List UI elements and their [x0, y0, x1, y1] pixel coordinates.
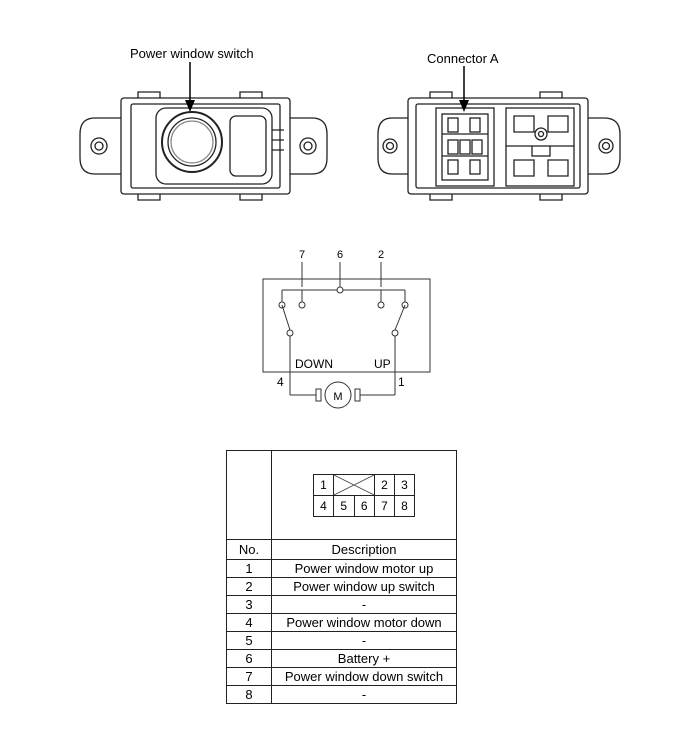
switch-pointer-arrow: [185, 100, 195, 112]
switch-box: [262, 278, 431, 373]
row-no: 2: [226, 577, 272, 596]
connector-cell-8: 8: [394, 494, 415, 517]
connector-cell-3: 3: [394, 473, 415, 496]
row-no: 5: [226, 631, 272, 650]
pin-label-1: 1: [398, 375, 405, 389]
table-row: 3 -: [226, 595, 457, 614]
connector-blank-cell: [333, 473, 375, 496]
row-desc: Power window motor up: [271, 559, 457, 578]
row-desc: Power window motor down: [271, 613, 457, 632]
down-label: DOWN: [295, 357, 333, 371]
pin-label-2: 2: [378, 249, 384, 261]
circuit-schematic: [262, 262, 431, 409]
motor-label: M: [333, 391, 342, 403]
connector-cell-1: 1: [313, 473, 334, 496]
table-row: 2 Power window up switch: [226, 577, 457, 596]
table-row: 6 Battery +: [226, 649, 457, 668]
connector-cell-4: 4: [313, 494, 334, 517]
table-row: 7 Power window down switch: [226, 667, 457, 686]
row-no: 6: [226, 649, 272, 668]
connector-cell-5: 5: [333, 494, 355, 517]
header-no: No.: [226, 539, 272, 560]
right-switch-blade: [394, 304, 406, 331]
connector-cell-7: 7: [374, 494, 395, 517]
connector-label: Connector A: [427, 51, 499, 66]
connector-cell-2: 2: [374, 473, 395, 496]
row-desc: Power window up switch: [271, 577, 457, 596]
up-label: UP: [374, 357, 391, 371]
row-no: 8: [226, 685, 272, 704]
blank-cross-icon: [334, 474, 374, 495]
connector-face-grid: 1 2 3 4 5 6 7 8: [313, 473, 415, 517]
left-contact-b: [298, 301, 306, 309]
pin-label-4: 4: [277, 375, 284, 389]
row-desc: -: [271, 631, 457, 650]
row-no: 7: [226, 667, 272, 686]
header-description: Description: [271, 539, 457, 560]
table-row: 8 -: [226, 685, 457, 704]
left-switch-blade: [281, 304, 291, 331]
pin-description-table: 1 2 3 4 5 6 7 8: [226, 450, 457, 704]
connector-image-row: 1 2 3 4 5 6 7 8: [226, 450, 457, 540]
switch-label: Power window switch: [130, 46, 254, 61]
left-pivot: [286, 329, 294, 337]
connector-pointer-arrow: [459, 100, 469, 112]
row-desc: -: [271, 685, 457, 704]
connector-rear-view: [377, 91, 621, 201]
pin-label-7: 7: [299, 249, 305, 261]
switch-front-view: [79, 91, 328, 201]
table-row: 1 Power window motor up: [226, 559, 457, 578]
row-desc: -: [271, 595, 457, 614]
right-pivot: [391, 329, 399, 337]
table-row: 4 Power window motor down: [226, 613, 457, 632]
row-no: 3: [226, 595, 272, 614]
common-node: [336, 286, 344, 294]
right-contact-a: [377, 301, 385, 309]
connector-cell-6: 6: [353, 494, 375, 517]
row-no: 4: [226, 613, 272, 632]
row-desc: Battery +: [271, 649, 457, 668]
table-row: 5 -: [226, 631, 457, 650]
row-no: 1: [226, 559, 272, 578]
motor-symbol: [324, 381, 352, 409]
row-desc: Power window down switch: [271, 667, 457, 686]
pin-label-6: 6: [337, 249, 343, 261]
table-header-row: No. Description: [226, 539, 457, 560]
